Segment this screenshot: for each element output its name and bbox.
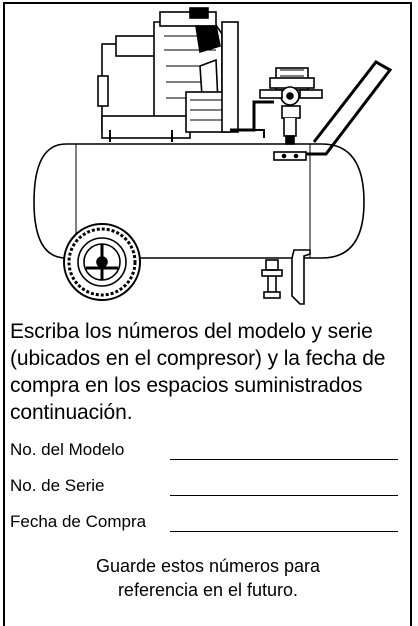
model-number-line[interactable] [170, 459, 398, 460]
serial-number-line[interactable] [170, 495, 398, 496]
info-section: Escriba los números del modelo y serie (… [10, 318, 406, 600]
note-line-2: referencia en el futuro. [117, 580, 299, 600]
serial-number-label: No. de Serie [10, 476, 105, 495]
serial-number-field[interactable]: No. de Serie [10, 476, 406, 500]
purchase-date-field[interactable]: Fecha de Compra [10, 512, 406, 536]
document-frame [3, 2, 412, 626]
model-number-label: No. del Modelo [10, 440, 125, 459]
keep-numbers-note: Guarde estos números para referencia en … [10, 554, 406, 602]
purchase-date-line[interactable] [170, 531, 398, 532]
note-line-1: Guarde estos números para [95, 556, 321, 576]
instructions-text: Escriba los números del modelo y serie (… [10, 320, 386, 424]
model-number-field[interactable]: No. del Modelo [10, 440, 406, 464]
purchase-date-label: Fecha de Compra [10, 512, 147, 531]
air-compressor-illustration [33, 7, 393, 305]
